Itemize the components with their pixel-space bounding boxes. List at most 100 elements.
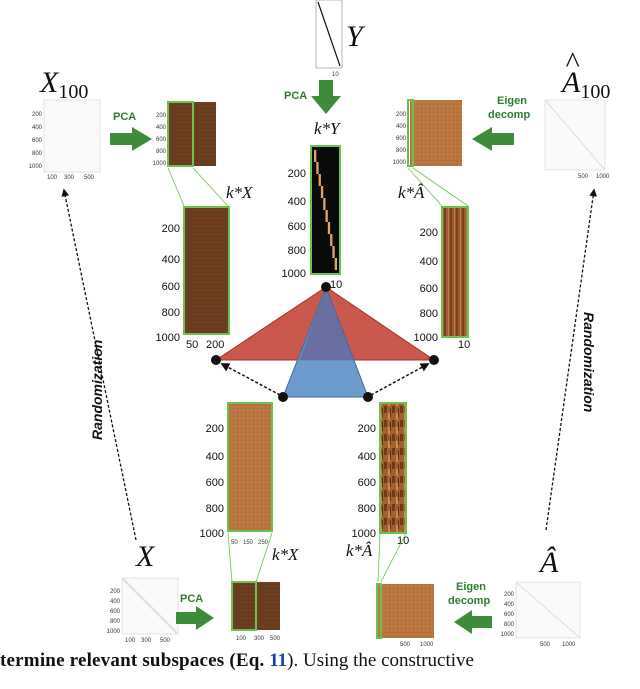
a-label: Â <box>538 546 559 579</box>
svg-text:1000: 1000 <box>393 160 407 166</box>
svg-text:600: 600 <box>396 136 407 142</box>
svg-text:600: 600 <box>206 477 224 489</box>
svg-text:200: 200 <box>504 592 515 598</box>
a100-matrix: 500 1000 <box>544 99 610 180</box>
svg-text:400: 400 <box>420 256 438 268</box>
svg-text:200: 200 <box>420 227 438 239</box>
svg-text:600: 600 <box>504 612 515 618</box>
svg-text:600: 600 <box>358 477 376 489</box>
svg-text:1000: 1000 <box>596 174 610 180</box>
randomization-label-left: Randomization <box>89 340 105 440</box>
lower-left-x-50: 50 <box>231 540 238 546</box>
svg-text:800: 800 <box>156 149 167 155</box>
y-diag-cell <box>320 186 324 198</box>
svg-text:100: 100 <box>236 636 247 642</box>
svg-text:200: 200 <box>156 113 167 119</box>
x-projection-matrix: 100 300 500 <box>231 581 281 642</box>
randomization-label-right: Randomization <box>581 312 597 412</box>
svg-text:200: 200 <box>206 423 224 435</box>
left-x-tick-50: 50 <box>186 339 198 351</box>
caption-bold: termine relevant subspaces (Eq. <box>0 650 265 671</box>
svg-text:1000: 1000 <box>200 528 224 540</box>
lower-left-x-150: 150 <box>243 540 254 546</box>
y-diag-cell <box>330 234 333 246</box>
y-diag-cell <box>323 198 326 210</box>
eigen-label-top-1: Eigen <box>497 95 527 107</box>
y-label: Y <box>346 20 366 53</box>
k-a-label-bottom: k*Â <box>346 541 373 560</box>
svg-text:1000: 1000 <box>29 164 43 170</box>
svg-text:800: 800 <box>358 503 376 515</box>
svg-text:600: 600 <box>110 609 121 615</box>
svg-text:400: 400 <box>396 124 407 130</box>
svg-text:1000: 1000 <box>107 629 121 635</box>
svg-text:600: 600 <box>288 221 306 233</box>
svg-text:600: 600 <box>156 137 167 143</box>
svg-text:800: 800 <box>420 308 438 320</box>
x-bottom-subspace-block: 200 400 600 800 1000 50 150 250 <box>200 402 273 546</box>
svg-text:1000: 1000 <box>562 642 576 648</box>
svg-text:200: 200 <box>162 223 180 235</box>
svg-text:800: 800 <box>206 503 224 515</box>
svg-text:1000: 1000 <box>352 528 376 540</box>
pca-label-bottom: PCA <box>180 593 203 605</box>
svg-text:1000: 1000 <box>156 332 180 344</box>
a-matrix: 200 400 600 800 1000 500 1000 <box>501 581 581 648</box>
svg-text:400: 400 <box>288 196 306 208</box>
x100-matrix: 200 400 600 800 1000 100 300 500 <box>29 99 101 181</box>
left-x-tick-200: 200 <box>206 339 224 351</box>
pca-label-top: PCA <box>284 90 307 102</box>
x-matrix: 200 400 600 800 1000 100 300 500 <box>107 577 179 644</box>
svg-text:500: 500 <box>270 636 281 642</box>
svg-text:400: 400 <box>358 451 376 463</box>
k-a-label-top: k*Â <box>398 183 425 202</box>
svg-text:400: 400 <box>206 451 224 463</box>
svg-text:1000: 1000 <box>501 632 515 638</box>
subspace-triangles <box>211 282 439 402</box>
svg-text:500: 500 <box>540 642 551 648</box>
svg-text:800: 800 <box>110 619 121 625</box>
svg-text:400: 400 <box>162 254 180 266</box>
svg-text:600: 600 <box>162 281 180 293</box>
y-diag-cell <box>327 222 331 234</box>
caption-equation-ref[interactable]: 11 <box>269 650 288 671</box>
y-tick-x: 10 <box>332 72 339 78</box>
svg-text:1000: 1000 <box>414 332 438 344</box>
y-diag-cell <box>332 246 335 258</box>
a-eigen-matrix: 500 1000 <box>376 583 434 648</box>
k-y-label: k*Y <box>314 119 341 138</box>
x-subspace-block: 200 400 600 800 1000 50 200 <box>156 206 230 351</box>
svg-text:800: 800 <box>162 307 180 319</box>
eigen-label-bottom-2: decomp <box>448 595 490 607</box>
svg-text:100: 100 <box>47 175 58 181</box>
lower-left-x-250: 250 <box>258 540 269 546</box>
lower-right-x-tick: 10 <box>397 535 409 547</box>
svg-text:500: 500 <box>578 174 589 180</box>
svg-text:200: 200 <box>358 423 376 435</box>
svg-text:300: 300 <box>254 636 265 642</box>
eigen-left-arrow-bottom <box>454 610 492 634</box>
svg-text:800: 800 <box>288 245 306 257</box>
caption: termine relevant subspaces (Eq. 11). Usi… <box>0 650 640 689</box>
svg-text:500: 500 <box>160 638 171 644</box>
y-diag-cell <box>318 174 321 186</box>
pca-right-arrow-top <box>110 127 152 151</box>
svg-text:400: 400 <box>32 125 43 131</box>
svg-text:1000: 1000 <box>282 268 306 280</box>
caption-rest: ). Using the constructive <box>287 650 474 671</box>
svg-text:1000: 1000 <box>420 642 434 648</box>
svg-text:300: 300 <box>64 175 75 181</box>
svg-text:800: 800 <box>32 151 43 157</box>
a-subspace-block: 200 400 600 800 1000 10 <box>414 206 470 351</box>
right-x-tick: 10 <box>458 339 470 351</box>
svg-text:1000: 1000 <box>153 161 167 167</box>
svg-text:400: 400 <box>504 602 515 608</box>
svg-text:800: 800 <box>396 148 407 154</box>
eigen-label-top-2: decomp <box>488 109 530 121</box>
svg-text:400: 400 <box>156 125 167 131</box>
a-bottom-subspace-block: 200 400 600 800 1000 10 <box>352 402 409 547</box>
x100-projection-matrix: 200 400 600 800 1000 <box>153 101 216 167</box>
y-diag-cell <box>334 258 337 270</box>
svg-text:600: 600 <box>420 283 438 295</box>
k-x-label-bottom: k*X <box>272 545 299 564</box>
